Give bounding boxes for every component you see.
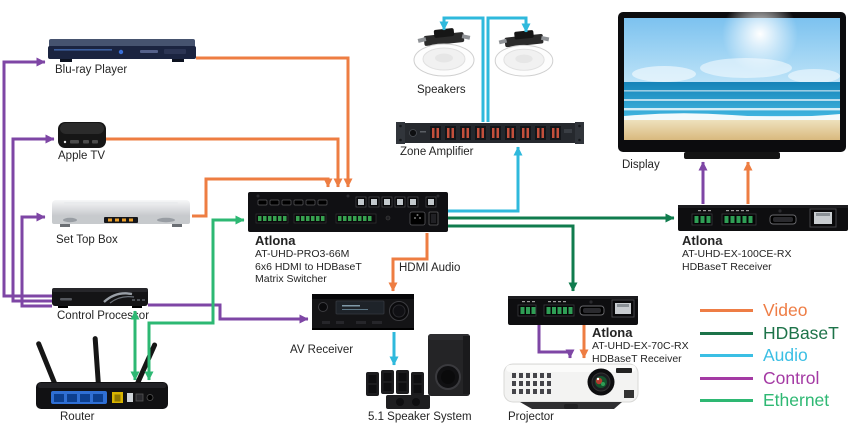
set-top-box-label: Set Top Box [56, 234, 118, 246]
av-receiver-label: AV Receiver [290, 344, 354, 356]
speaker-system-51-image [366, 332, 470, 410]
legend-swatch-ethernet [700, 399, 753, 402]
wire-video-appletv-to-switcher [106, 137, 343, 188]
wire-control-processor-to-appletv [11, 134, 55, 303]
zone-amplifier-image [396, 122, 584, 144]
receiver-70c-image [508, 294, 638, 325]
wire-control-processor-to-avreceiver [148, 303, 309, 324]
control-processor-image [52, 286, 148, 308]
legend-label-video: Video [763, 300, 808, 320]
matrix-switcher-desc1: 6x6 HDMI to HDBaseT [255, 260, 362, 273]
legend-swatch-video [700, 309, 753, 312]
wire-video-bluray-to-switcher [196, 56, 353, 188]
zone-amplifier-label: Zone Amplifier [400, 146, 474, 158]
matrix-switcher-brand: Atlona [255, 233, 296, 248]
receiver-100ce-image [678, 205, 848, 231]
receiver-70c-desc: HDBaseT Receiver [592, 352, 682, 365]
legend: Video HDBaseT Audio Control Ethernet [700, 301, 839, 414]
wire-hdbaset-switcher-to-receiver70c [448, 224, 578, 292]
receiver-100ce-desc: HDBaseT Receiver [682, 260, 772, 273]
router-image [36, 336, 168, 410]
ceiling-speaker-left-image [412, 28, 476, 78]
receiver-70c-brand: Atlona [592, 325, 633, 340]
receiver-100ce-model: AT-UHD-EX-100CE-RX [682, 248, 792, 260]
matrix-switcher-model: AT-UHD-PRO3-66M [255, 248, 350, 260]
ceiling-speaker-right-image [492, 30, 556, 78]
legend-label-audio: Audio [763, 345, 808, 365]
legend-item-video: Video [700, 301, 839, 320]
display-image [618, 12, 846, 160]
legend-item-control: Control [700, 367, 839, 388]
av-receiver-image [312, 294, 414, 332]
legend-label-control: Control [763, 367, 820, 388]
matrix-switcher-caption: Atlona AT-UHD-PRO3-66M 6x6 HDMI to HDBas… [255, 234, 362, 286]
bluray-label: Blu-ray Player [55, 64, 128, 76]
display-label: Display [622, 159, 660, 171]
receiver-70c-caption: Atlona AT-UHD-EX-70C-RX HDBaseT Receiver [592, 326, 689, 365]
router-label: Router [60, 411, 95, 423]
receiver-100ce-caption: Atlona AT-UHD-EX-100CE-RX HDBaseT Receiv… [682, 234, 792, 273]
wire-control-processor-to-bluray [2, 57, 52, 298]
bluray-player-image [48, 36, 196, 64]
legend-swatch-audio [700, 354, 753, 357]
legend-item-hdbaset: HDBaseT [700, 322, 839, 343]
receiver-70c-model: AT-UHD-EX-70C-RX [592, 340, 689, 352]
legend-label-hdbaset: HDBaseT [763, 322, 839, 343]
projector-label: Projector [508, 411, 555, 423]
legend-swatch-control [700, 376, 753, 380]
speakers-label: Speakers [417, 84, 466, 96]
matrix-switcher-image [248, 190, 448, 233]
legend-label-ethernet: Ethernet [763, 390, 830, 410]
legend-item-audio: Audio [700, 346, 839, 365]
control-processor-label: Control Processor [57, 310, 150, 322]
wire-control-receiver70c-to-projector [537, 325, 575, 359]
legend-swatch-hdbaset [700, 331, 753, 335]
apple-tv-label: Apple TV [58, 150, 106, 162]
projector-image [502, 360, 640, 410]
apple-tv-image [58, 120, 106, 150]
wire-control-processor-to-settopbox [20, 212, 52, 308]
receiver-100ce-brand: Atlona [682, 233, 723, 248]
matrix-switcher-desc2: Matrix Switcher [255, 273, 327, 285]
hdmi-audio-annotation: HDMI Audio [399, 262, 461, 274]
speaker-system-51-label: 5.1 Speaker System [368, 411, 472, 423]
set-top-box-image [50, 194, 192, 232]
legend-item-ethernet: Ethernet [700, 391, 839, 410]
